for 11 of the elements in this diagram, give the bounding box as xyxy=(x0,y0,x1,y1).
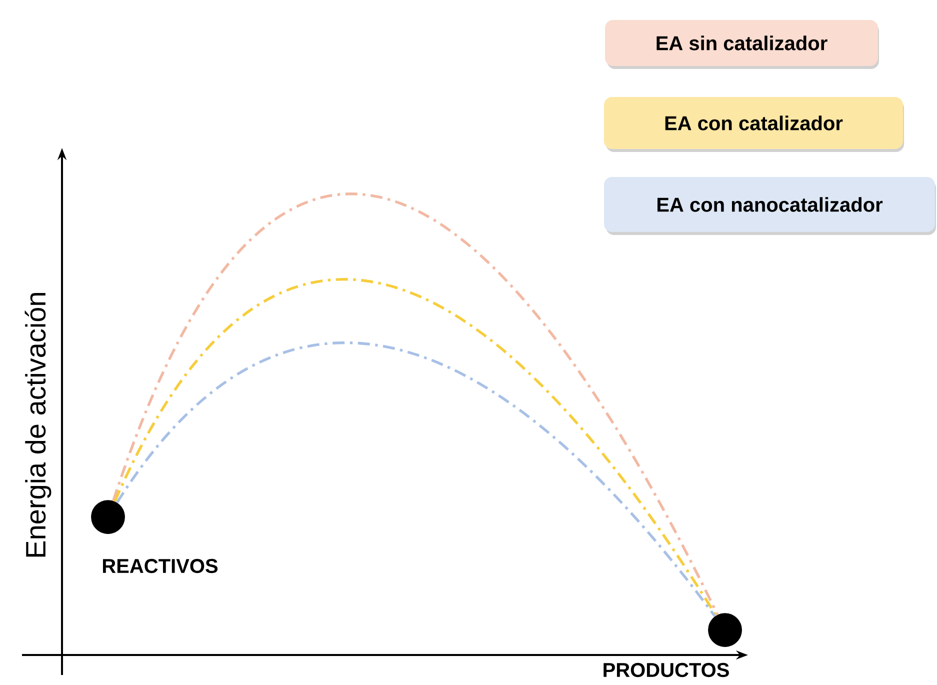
ball xyxy=(91,500,125,534)
point-label: PRODUCTOS xyxy=(604,662,729,678)
energy-curve xyxy=(116,342,716,618)
energy-curve xyxy=(112,194,719,616)
energy-curve xyxy=(114,279,718,616)
legend-text: EA con nanocatalizador xyxy=(658,197,883,212)
ball xyxy=(708,613,742,647)
legend-text: EA con catalizador xyxy=(665,116,843,130)
point-label: REACTIVOS xyxy=(103,558,218,574)
legend-text: EA sin catalizador xyxy=(656,36,828,50)
axis-label: Energia de activación xyxy=(24,293,52,557)
